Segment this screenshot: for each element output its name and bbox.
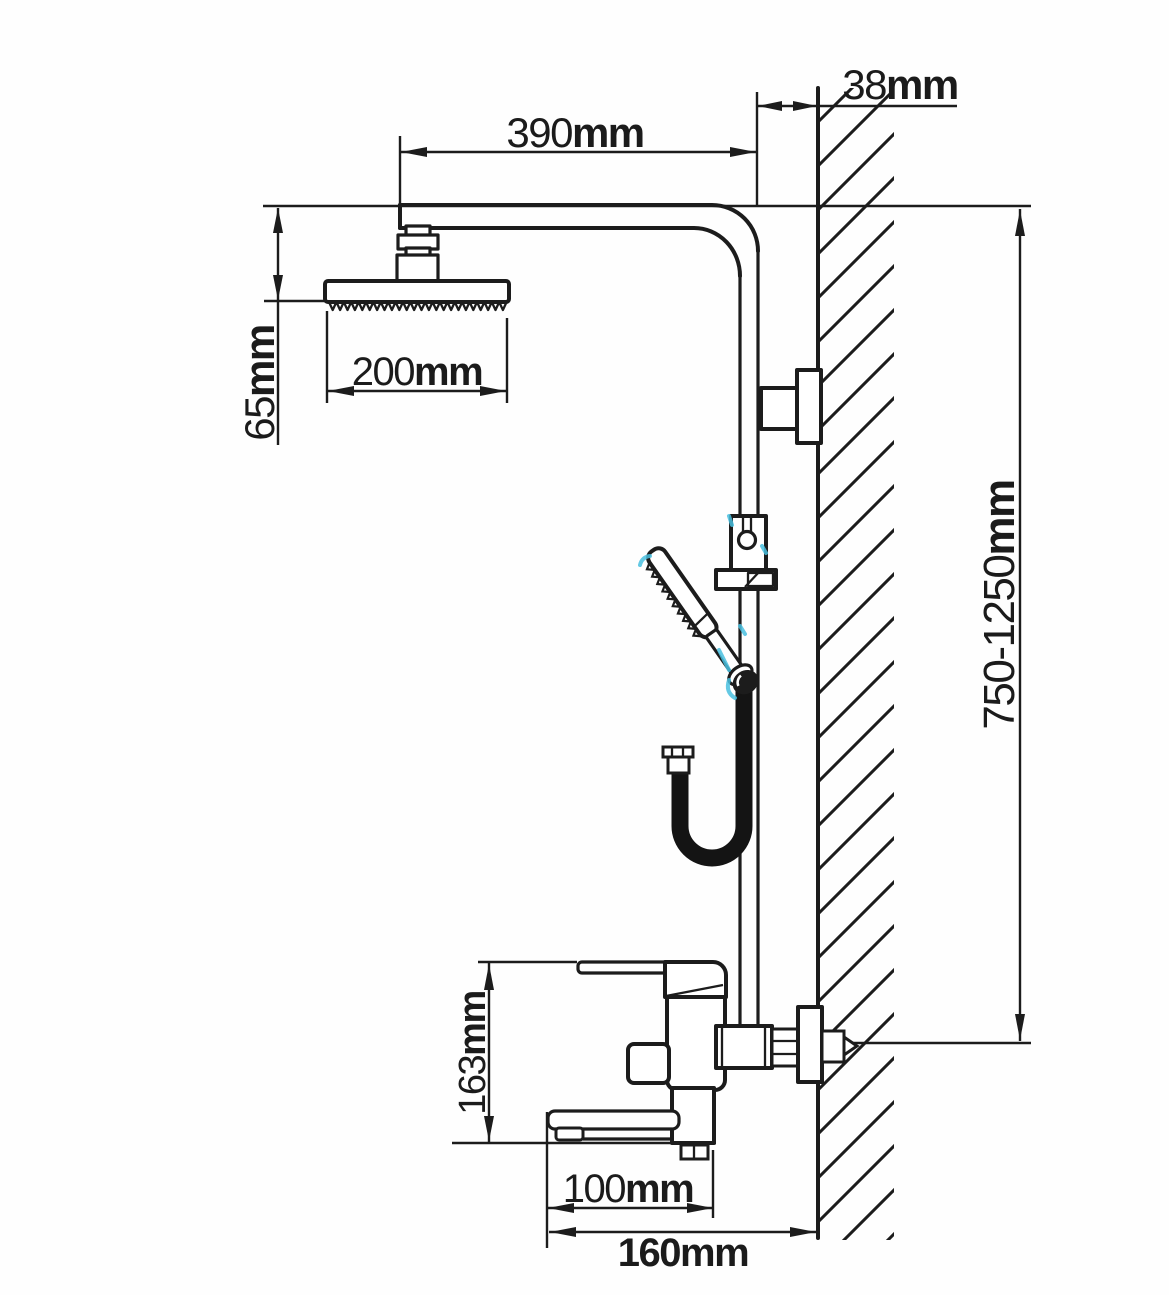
- hook-hole: [736, 529, 758, 551]
- hand-shower-head: [646, 546, 719, 640]
- dim-mixer-height-label: 163mm: [452, 991, 494, 1114]
- spout: [546, 1109, 681, 1131]
- riser-tee-connector: [714, 1024, 774, 1070]
- wall-supply-fitting: [820, 1029, 846, 1064]
- head-connector-block: [395, 253, 440, 284]
- shower-hose: [671, 689, 753, 867]
- mixer-faucet: [546, 960, 860, 1161]
- aerator: [554, 1126, 585, 1142]
- union-nut: [770, 1027, 800, 1068]
- dim-spout-reach-label: 100mm: [563, 1167, 693, 1211]
- handshower-holder: [714, 568, 778, 591]
- dimension-lines: [263, 92, 1031, 1248]
- dim-head-width-label: 200mm: [352, 350, 482, 394]
- dim-overall-depth-label: 160mm: [618, 1231, 748, 1275]
- dim-riser-height-label: 750-1250mm: [975, 480, 1024, 729]
- wall-hatching: [816, 88, 894, 1240]
- mixer-lever-pivot: [663, 960, 728, 999]
- dim-wall-offset-label: 38mm: [842, 61, 957, 108]
- spray-nozzles: [327, 300, 508, 312]
- mixer-lever[interactable]: [576, 960, 670, 975]
- slider-bracket: [714, 514, 778, 591]
- rain-shower-head: [323, 224, 511, 312]
- dimension-arrows: [273, 101, 1025, 1237]
- diverter-knob[interactable]: [626, 1042, 671, 1085]
- wall-flange: [796, 1005, 824, 1084]
- wall-bracket: [759, 368, 823, 445]
- riser-pipe: [738, 251, 760, 1026]
- dim-head-drop-label: 65mm: [236, 325, 283, 440]
- hand-shower: [645, 546, 759, 695]
- shower-arm: [398, 203, 760, 278]
- dim-arm-length-label: 390mm: [506, 109, 643, 156]
- hose-wall-fitting: [661, 745, 695, 775]
- head-plate: [323, 279, 511, 304]
- cyan-accents: [638, 514, 768, 700]
